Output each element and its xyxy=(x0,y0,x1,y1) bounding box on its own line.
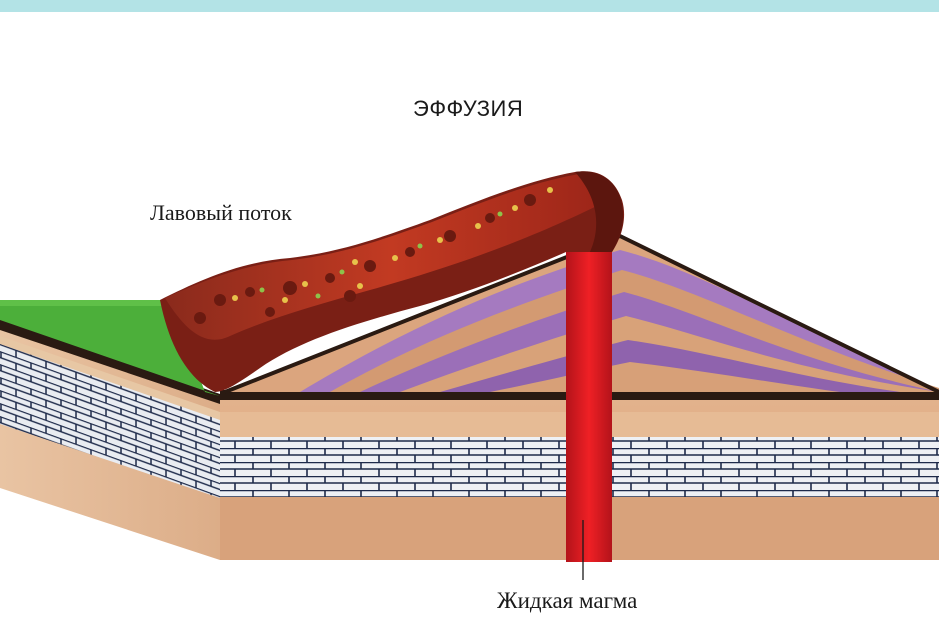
lava-flow-label: Лавовый поток xyxy=(150,200,292,226)
magma-conduit xyxy=(566,250,612,562)
liquid-magma-label: Жидкая магма xyxy=(497,588,637,614)
diagram-title: ЭФФУЗИЯ xyxy=(413,96,523,122)
